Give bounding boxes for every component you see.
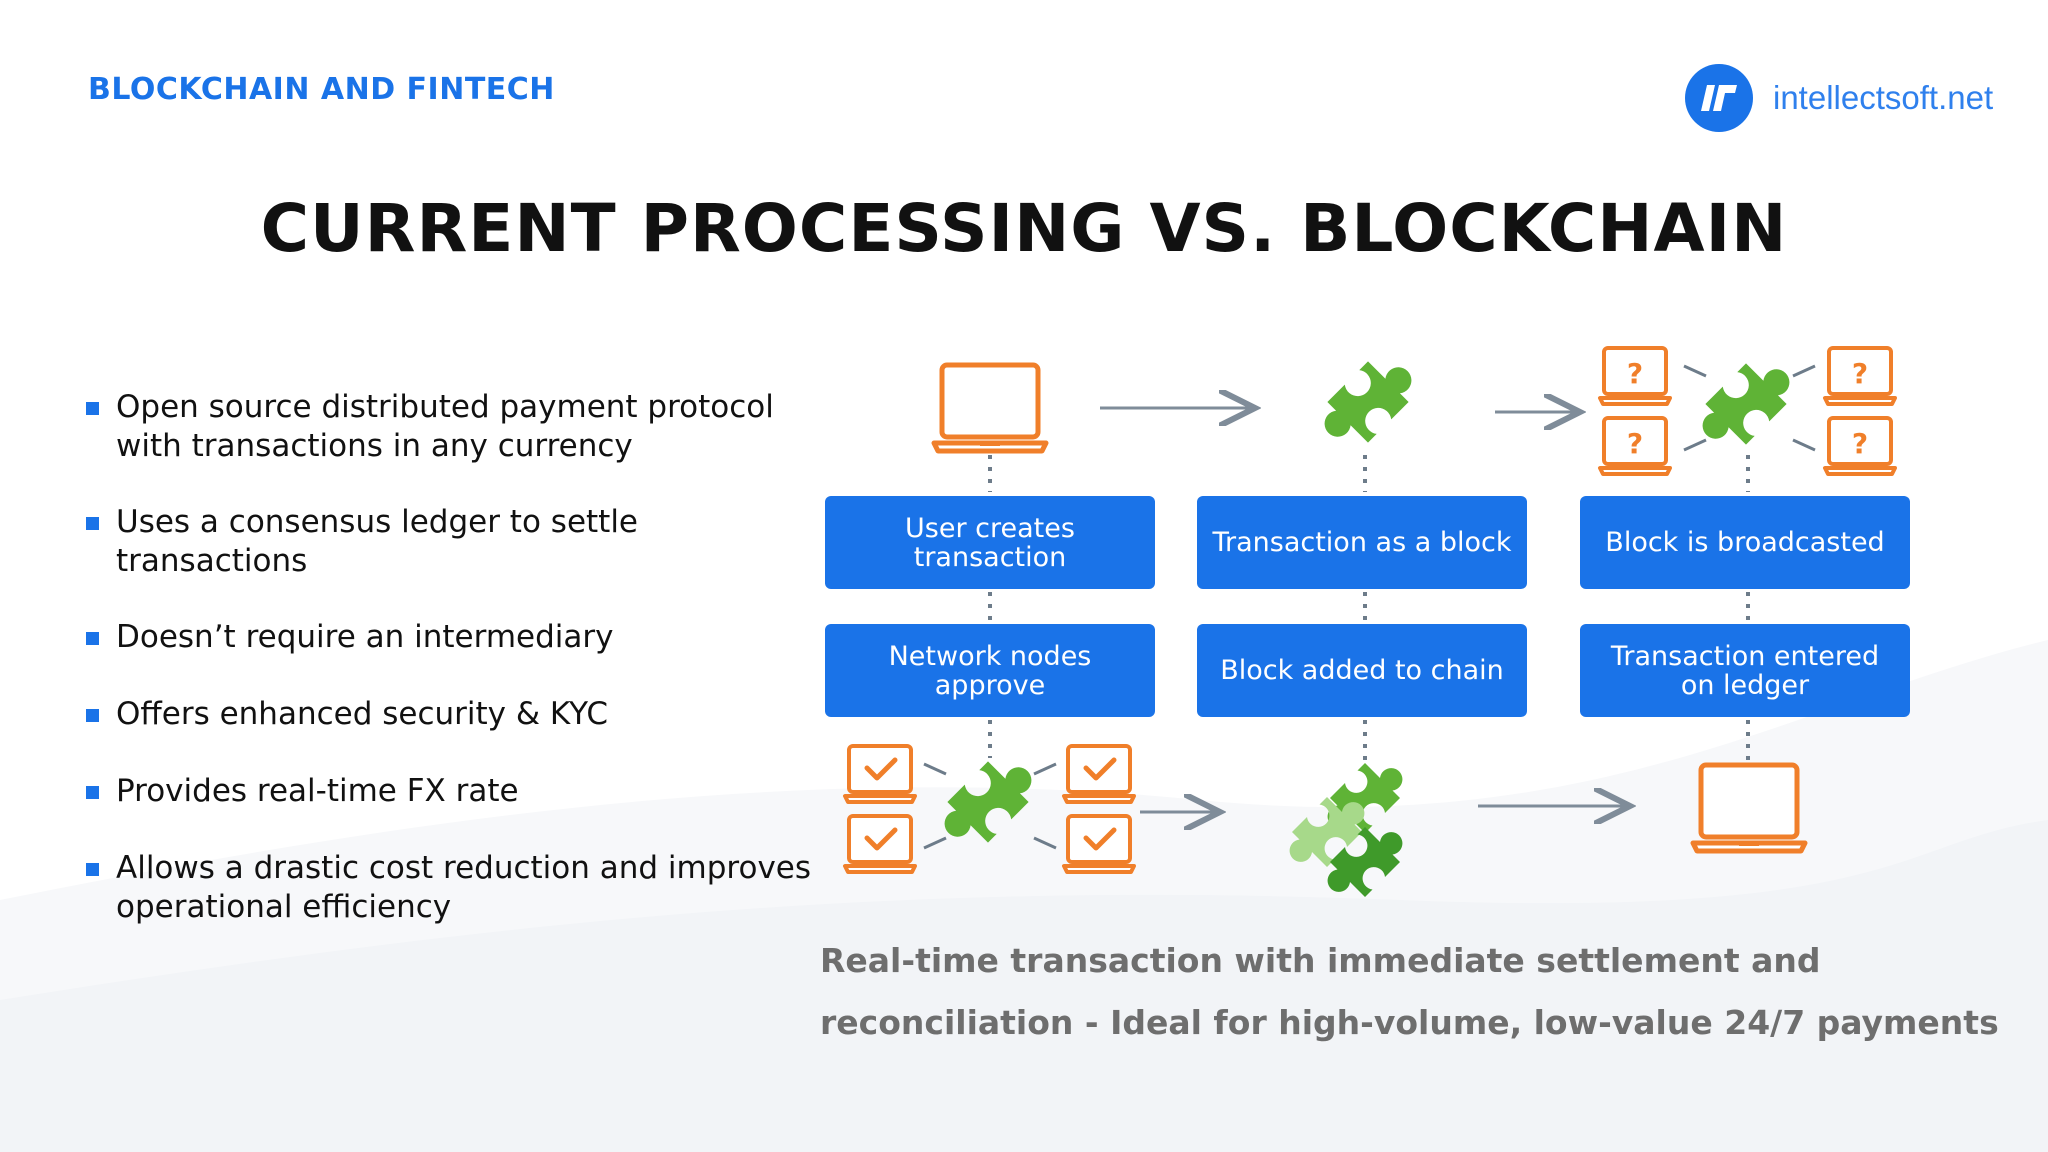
- svg-text:?: ?: [1852, 357, 1868, 390]
- puzzle-piece-icon: [1702, 363, 1790, 445]
- svg-text:?: ?: [1852, 427, 1868, 460]
- step-label: Network nodes approve: [888, 640, 1092, 701]
- step-block-added-to-chain: Block added to chain: [1197, 624, 1527, 717]
- question-mark-icon: ?: [1823, 346, 1897, 406]
- laptop-icon: [934, 365, 1046, 451]
- step-label: Block is broadcasted: [1605, 527, 1885, 558]
- intellectsoft-logo-icon: [1685, 64, 1753, 132]
- list-item: Uses a consensus ledger to settle transa…: [86, 503, 826, 581]
- laptop-icon: [1693, 765, 1805, 851]
- list-item: Open source distributed payment protocol…: [86, 388, 826, 466]
- list-item-text: Doesn’t require an intermediary: [116, 619, 614, 655]
- step-user-creates-transaction: User creates transaction: [825, 496, 1155, 589]
- svg-text:?: ?: [1627, 357, 1643, 390]
- question-laptops-group: ? ? ? ?: [1598, 346, 1897, 476]
- puzzle-chain-icon: [1289, 763, 1403, 897]
- section-label: BLOCKCHAIN AND FINTECH: [88, 72, 555, 107]
- list-item-text: Offers enhanced security & KYC: [116, 696, 609, 732]
- list-item: Doesn’t require an intermediary: [86, 618, 826, 657]
- square-bullet-icon: [86, 517, 99, 530]
- dotted-connectors: [988, 455, 1750, 760]
- square-bullet-icon: [86, 632, 99, 645]
- step-transaction-entered-on-ledger: Transaction entered on ledger: [1580, 624, 1910, 717]
- checkmark-icon: [843, 744, 917, 804]
- square-bullet-icon: [86, 709, 99, 722]
- step-label: Transaction entered on ledger: [1610, 640, 1880, 701]
- list-item: Allows a drastic cost reduction and impr…: [86, 849, 826, 927]
- puzzle-piece-icon: [1324, 361, 1412, 443]
- svg-text:?: ?: [1627, 427, 1643, 460]
- list-item-text: Open source distributed payment protocol…: [116, 389, 774, 464]
- list-item: Provides real-time FX rate: [86, 772, 826, 811]
- step-network-nodes-approve: Network nodes approve: [825, 624, 1155, 717]
- checkmark-icon: [1062, 814, 1136, 874]
- square-bullet-icon: [86, 402, 99, 415]
- list-item: Offers enhanced security & KYC: [86, 695, 826, 734]
- brand-name: intellectsoft.net: [1773, 79, 1994, 116]
- checkmark-icon: [843, 814, 917, 874]
- step-label: Block added to chain: [1220, 655, 1504, 686]
- step-label: Transaction as a block: [1212, 527, 1512, 558]
- question-mark-icon: ?: [1598, 346, 1672, 406]
- checkmark-icon: [1062, 744, 1136, 804]
- question-mark-icon: ?: [1823, 416, 1897, 476]
- step-block-broadcasted: Block is broadcasted: [1580, 496, 1910, 589]
- caption: Real-time transaction with immediate set…: [820, 941, 1999, 1042]
- approve-laptops-group: [843, 744, 1136, 874]
- page-title: CURRENT PROCESSING VS. BLOCKCHAIN: [260, 190, 1788, 267]
- square-bullet-icon: [86, 786, 99, 799]
- square-bullet-icon: [86, 863, 99, 876]
- step-label: User creates transaction: [905, 512, 1075, 573]
- question-mark-icon: ?: [1598, 416, 1672, 476]
- list-item-text: Uses a consensus ledger to settle transa…: [116, 504, 639, 579]
- step-transaction-as-block: Transaction as a block: [1197, 496, 1527, 589]
- list-item-text: Provides real-time FX rate: [116, 773, 519, 809]
- brand[interactable]: intellectsoft.net: [1685, 64, 1993, 132]
- puzzle-piece-icon: [944, 761, 1032, 843]
- list-item-text: Allows a drastic cost reduction and impr…: [116, 850, 812, 925]
